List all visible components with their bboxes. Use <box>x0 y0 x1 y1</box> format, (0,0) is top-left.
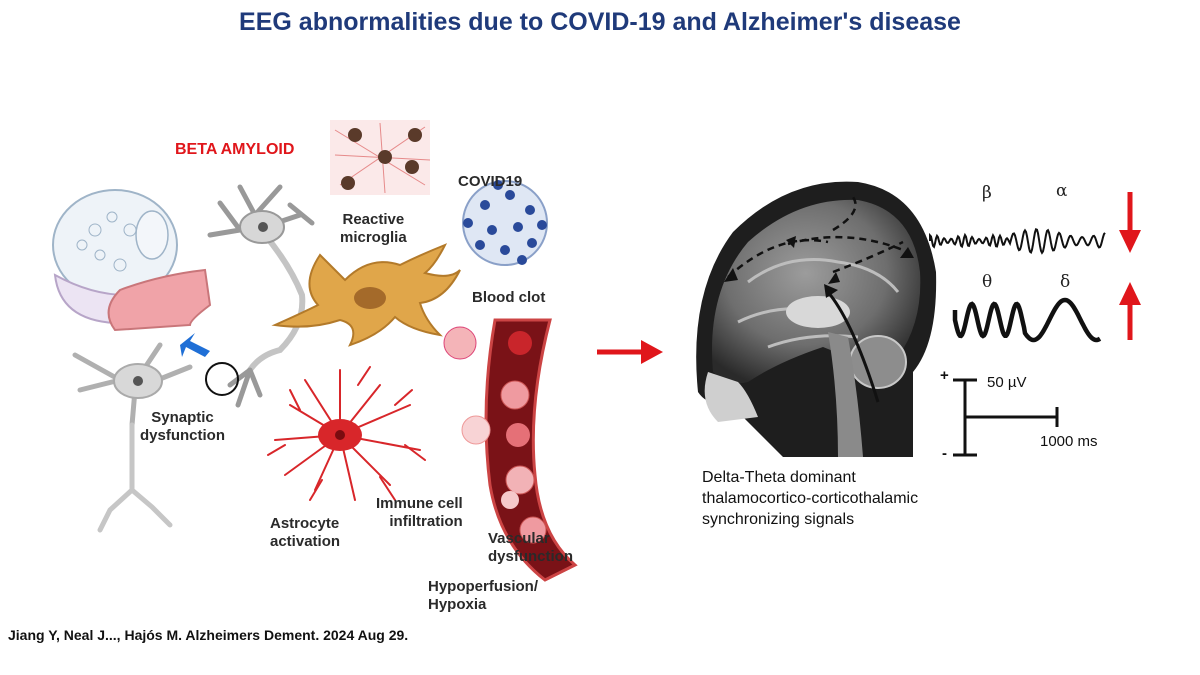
slide-title: EEG abnormalities due to COVID-19 and Al… <box>239 8 961 36</box>
synaptic-dysfunction-label: Synaptic dysfunction <box>140 409 225 444</box>
upper-neuron-icon <box>207 184 315 408</box>
fast-wave-trace <box>929 227 1106 255</box>
dendritic-spine-icon <box>107 268 212 332</box>
eeg-caption: Delta-Theta dominant thalamocortico-cort… <box>702 469 919 528</box>
synapse-circle-icon <box>205 362 239 396</box>
citation: Jiang Y, Neal J..., Hajós M. Alzheimers … <box>8 627 409 643</box>
lower-neuron-icon <box>72 342 193 533</box>
pathology-illustration: BETA AMYLOID COVID19 Reactive microglia … <box>40 105 595 630</box>
plus-sign: + <box>940 367 949 384</box>
time-scale-label: 1000 ms <box>1040 433 1098 450</box>
eeg-traces <box>929 192 1141 457</box>
covid19-label: COVID19 <box>458 173 523 190</box>
astrocyte-icon <box>267 366 426 501</box>
increase-arrow-icon <box>1119 282 1141 340</box>
amyloid-plaque-icon <box>330 120 431 195</box>
minus-sign: - <box>942 445 947 462</box>
blue-arrow-icon <box>180 333 210 357</box>
immune-cell-icon <box>461 415 491 445</box>
pathology-drawing <box>52 120 578 582</box>
result-arrow-icon <box>597 340 663 364</box>
covid-virus-icon <box>462 180 548 266</box>
decrease-arrow-icon <box>1119 192 1141 253</box>
alpha-band-label: α <box>1056 181 1068 201</box>
blood-vessel-icon <box>484 318 578 582</box>
beta-band-label: β <box>982 183 992 203</box>
synapse-terminal-icon <box>52 189 178 325</box>
reactive-microglia-label: Reactive microglia <box>340 211 407 246</box>
microglia-icon <box>271 243 461 347</box>
delta-band-label: δ <box>1060 272 1071 292</box>
immune-cell-icon <box>443 326 477 360</box>
voltage-scale-label: 50 µV <box>987 374 1027 391</box>
blood-clot-label: Blood clot <box>472 289 546 306</box>
theta-band-label: θ <box>982 272 993 292</box>
slow-wave-trace <box>952 297 1102 343</box>
vascular-dysfunction-label: Vascular dysfunction <box>488 530 573 565</box>
scale-bar-icon <box>953 378 1059 457</box>
hypoperfusion-hypoxia-label: Hypoperfusion/ Hypoxia <box>428 578 539 613</box>
astrocyte-activation-label: Astrocyte activation <box>270 515 341 550</box>
brain-mri-image <box>696 181 937 457</box>
immune-cell-infiltration-label: Immune cell infiltration <box>376 495 463 530</box>
beta-amyloid-label: BETA AMYLOID <box>175 141 295 158</box>
